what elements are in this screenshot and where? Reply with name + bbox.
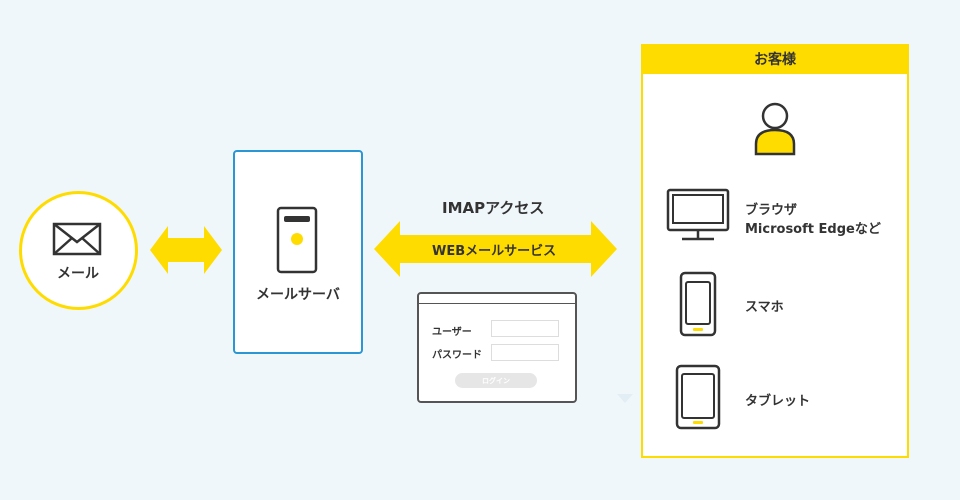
server-label: メールサーバ (256, 287, 340, 303)
device-browser-sublabel: Microsoft Edgeなど (745, 222, 881, 237)
customer-header: お客様 (641, 44, 909, 74)
monitor-icon (666, 188, 730, 241)
webmail-arrow (374, 221, 617, 277)
login-password-field[interactable] (491, 344, 559, 361)
customer-title: お客様 (754, 52, 796, 68)
device-tablet-label: タブレット (745, 394, 811, 409)
webmail-service-label: WEBメールサービス (432, 244, 557, 259)
login-user-label: ユーザー (432, 327, 472, 338)
device-browser-label: ブラウザ (745, 203, 798, 218)
mail-node (19, 191, 138, 310)
login-user-field[interactable] (491, 320, 559, 337)
person-icon (754, 102, 796, 156)
login-button[interactable]: ログイン (455, 373, 537, 388)
server-icon (276, 206, 318, 274)
device-smartphone-label: スマホ (745, 300, 784, 315)
tablet-icon (675, 364, 721, 430)
imap-access-label: IMAPアクセス (442, 199, 545, 217)
login-window-titlebar (419, 294, 575, 304)
mail-server-arrow (150, 226, 222, 274)
envelope-icon (52, 222, 102, 256)
mail-label: メール (57, 266, 99, 282)
smartphone-icon (679, 271, 717, 337)
triangle-icon (617, 394, 633, 403)
login-password-label: パスワード (432, 350, 482, 361)
